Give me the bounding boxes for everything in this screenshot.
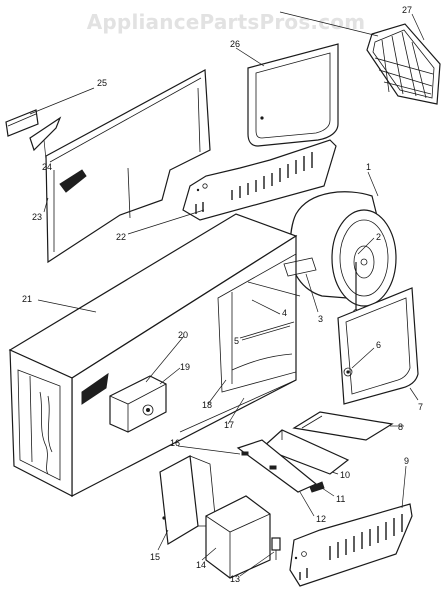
part-10-angled-bracket — [260, 429, 350, 475]
callout-17: 17 — [224, 420, 234, 430]
part-19-control-box — [109, 375, 167, 433]
callout-5: 5 — [234, 336, 239, 346]
part-20-label-plate — [81, 372, 109, 405]
callout-6: 6 — [376, 340, 381, 350]
callout-8: 8 — [398, 422, 403, 432]
part-6-knob — [343, 367, 353, 377]
part-24-bracket — [29, 116, 62, 152]
callout-19: 19 — [180, 362, 190, 372]
callout-7: 7 — [418, 402, 423, 412]
callout-22: 22 — [116, 232, 126, 242]
callout-3: 3 — [318, 314, 323, 324]
callout-21: 21 — [22, 294, 32, 304]
part-7-access-panel — [337, 287, 419, 405]
callout-12: 12 — [316, 514, 326, 524]
watermark-text: AppliancePartsPros.com — [86, 10, 366, 34]
callout-14: 14 — [196, 560, 206, 570]
callout-2: 2 — [376, 232, 381, 242]
callout-18: 18 — [202, 400, 212, 410]
callout-11: 11 — [336, 494, 345, 504]
callout-20: 20 — [178, 330, 188, 340]
callout-25: 25 — [97, 78, 107, 88]
part-11-clip — [309, 481, 325, 493]
part-22-side-panel — [182, 139, 337, 221]
part-26-door-panel — [247, 43, 339, 147]
part-8-tray — [292, 411, 394, 441]
part-23-rear-panel — [45, 69, 211, 264]
callout-10: 10 — [340, 470, 350, 480]
callout-labels: 27 26 25 24 23 22 1 2 21 3 4 5 20 6 19 7… — [22, 5, 423, 584]
part-14-base-bracket — [205, 495, 271, 579]
part-1-blower-wheel — [289, 191, 397, 307]
part-25-bracket — [5, 109, 39, 137]
callout-13: 13 — [230, 574, 240, 584]
callout-4: 4 — [282, 308, 287, 318]
callout-9: 9 — [404, 456, 409, 466]
part-13-screw — [271, 537, 281, 560]
callout-24: 24 — [42, 162, 52, 172]
callout-1: 1 — [366, 162, 371, 172]
callout-26: 26 — [230, 39, 240, 49]
part-27-grille — [366, 23, 441, 105]
part-9-lower-grille-panel — [289, 503, 413, 587]
callout-15: 15 — [150, 552, 160, 562]
callout-16: 16 — [170, 438, 180, 448]
callout-27: 27 — [402, 5, 412, 15]
leader-lines — [29, 11, 425, 577]
callout-23: 23 — [32, 212, 42, 222]
